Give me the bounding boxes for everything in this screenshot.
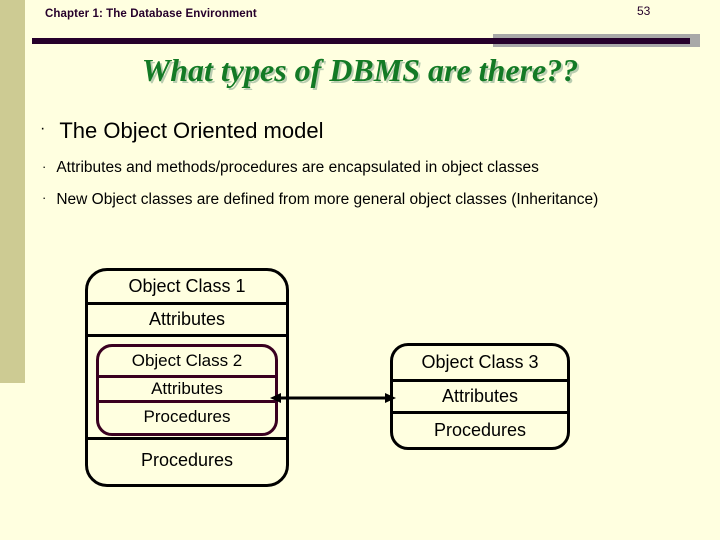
bullet-dot-icon: · [42,190,47,205]
class3-procedures-row: Procedures [433,420,527,440]
bullet-text: Attributes and methods/procedures are en… [56,159,539,176]
object-class-3-box: Object Class 3 Attributes Procedures [390,343,570,450]
page-number: 53 [637,4,651,18]
class2-attributes-row: Attributes [99,375,275,403]
class2-procedures-row: Procedures [143,407,231,426]
bullet-item-3: · New Object classes are defined from mo… [42,190,598,210]
object-class-2-box: Object Class 2 Attributes Procedures [96,344,278,436]
class1-nested-region: Object Class 2 Attributes Procedures [88,337,286,437]
chapter-title: Chapter 1: The Database Environment [45,8,257,20]
header-rule-line [32,38,690,44]
bullet-text: New Object classes are defined from more… [56,191,599,208]
decorative-left-band [0,0,25,383]
class2-class3-connector-arrow [270,393,396,403]
class1-attributes-row: Attributes [88,302,286,337]
bullet-item-2: · Attributes and methods/procedures are … [42,159,539,177]
bullet-item-1: · The Object Oriented model [40,118,323,144]
bullet-dot-icon: · [40,120,46,137]
class3-attributes-row: Attributes [393,379,567,414]
class1-title: Object Class 1 [128,276,246,296]
bullet-text: The Object Oriented model [59,118,324,143]
class2-title: Object Class 2 [131,351,243,370]
class3-title: Object Class 3 [421,352,539,372]
class1-procedures-row: Procedures [88,437,286,481]
page-title: What types of DBMS are there?? [141,52,579,88]
bullet-dot-icon: · [42,159,47,174]
object-class-1-box: Object Class 1 Attributes Object Class 2… [85,268,289,487]
